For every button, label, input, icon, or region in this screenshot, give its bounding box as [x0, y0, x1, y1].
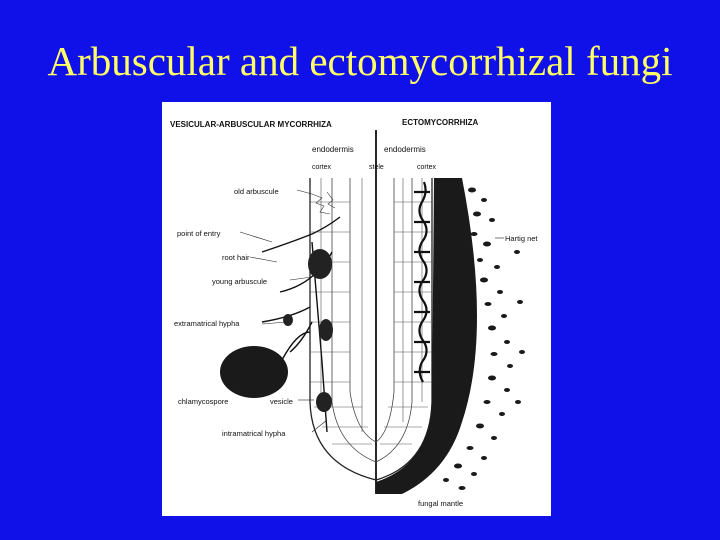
label-old-arbuscule: old arbuscule — [234, 187, 279, 196]
label-extramatrical-hypha: extramatrical hypha — [174, 319, 240, 328]
cortex-boundary-right — [375, 178, 413, 463]
label-fungal-mantle: fungal mantle — [418, 499, 463, 508]
mycorrhiza-diagram: VESICULAR-ARBUSCULAR MYCORRHIZA ECTOMYCO… — [162, 102, 551, 516]
small-spore — [283, 314, 293, 326]
young-arbuscule-vesicle — [308, 249, 332, 279]
label-intramatrical-hypha: intramatrical hypha — [222, 429, 286, 438]
old-arbuscule — [311, 191, 336, 215]
stele-boundary-right — [375, 178, 395, 443]
label-root-hair: root hair — [222, 253, 250, 262]
label-cortex-right: cortex — [417, 164, 437, 171]
vesicle-lower — [316, 392, 332, 412]
vesicle-mid — [319, 319, 333, 341]
stele-boundary-left — [349, 178, 377, 443]
label-hartig-net: Hartig net — [505, 234, 538, 243]
fungal-mantle-dots — [443, 187, 525, 490]
label-chlamydospore: chlamycospore — [178, 397, 228, 406]
heading-vesicular-arbuscular: VESICULAR-ARBUSCULAR MYCORRHIZA — [170, 120, 332, 129]
label-young-arbuscule: young arbuscule — [212, 277, 267, 286]
heading-ectomycorrhiza: ECTOMYCORRHIZA — [402, 118, 479, 127]
left-leader-lines — [239, 189, 328, 433]
label-endodermis-left: endodermis — [312, 145, 354, 154]
label-cortex-left: cortex — [312, 164, 332, 171]
cortex-boundary-left — [331, 178, 377, 463]
chlamydospore — [220, 346, 288, 398]
label-vesicle: vesicle — [270, 397, 293, 406]
hartig-net-hyphae — [414, 181, 430, 383]
slide-title: Arbuscular and ectomycorrhizal fungi — [47, 38, 673, 84]
root-outline-right — [375, 178, 433, 481]
fungal-mantle-band — [376, 178, 477, 494]
label-point-of-entry: point of entry — [177, 229, 221, 238]
root-outline-left — [309, 178, 377, 481]
label-endodermis-right: endodermis — [384, 145, 426, 154]
